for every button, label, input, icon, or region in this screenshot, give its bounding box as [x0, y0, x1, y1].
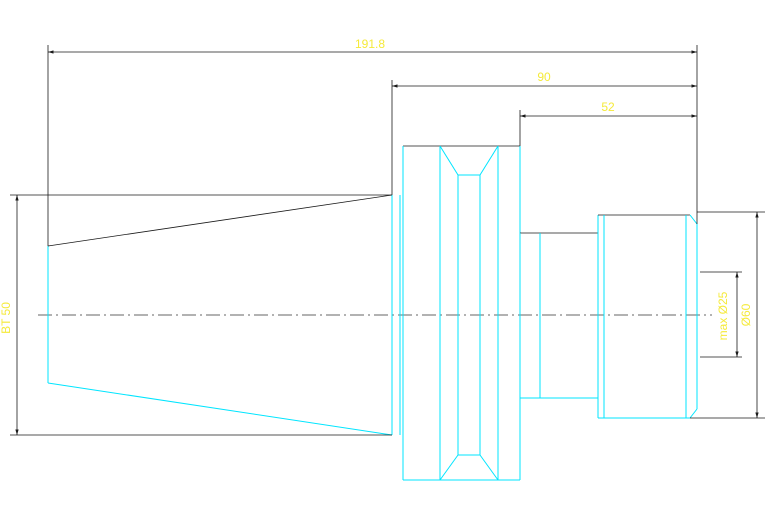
overall-length-label: 191.8 — [355, 37, 385, 51]
dimension-nose-diameter: Ø60 — [690, 211, 765, 419]
nose-section — [598, 214, 698, 419]
taper-label: BT 50 — [0, 302, 13, 334]
dimension-overall-length: 191.8 — [47, 37, 698, 246]
bore-label: max Ø25 — [716, 291, 730, 340]
dimension-taper: BT 50 — [0, 194, 392, 436]
shank-length-label: 90 — [537, 70, 551, 84]
dimension-nose-length: 52 — [519, 100, 697, 146]
dimension-bore: max Ø25 — [700, 271, 742, 358]
taper-section — [47, 194, 401, 436]
neck-section — [519, 215, 599, 418]
nose-diameter-label: Ø60 — [739, 303, 753, 326]
nose-length-label: 52 — [601, 100, 615, 114]
flange-section — [402, 145, 521, 481]
dimension-shank-length: 90 — [391, 70, 697, 195]
